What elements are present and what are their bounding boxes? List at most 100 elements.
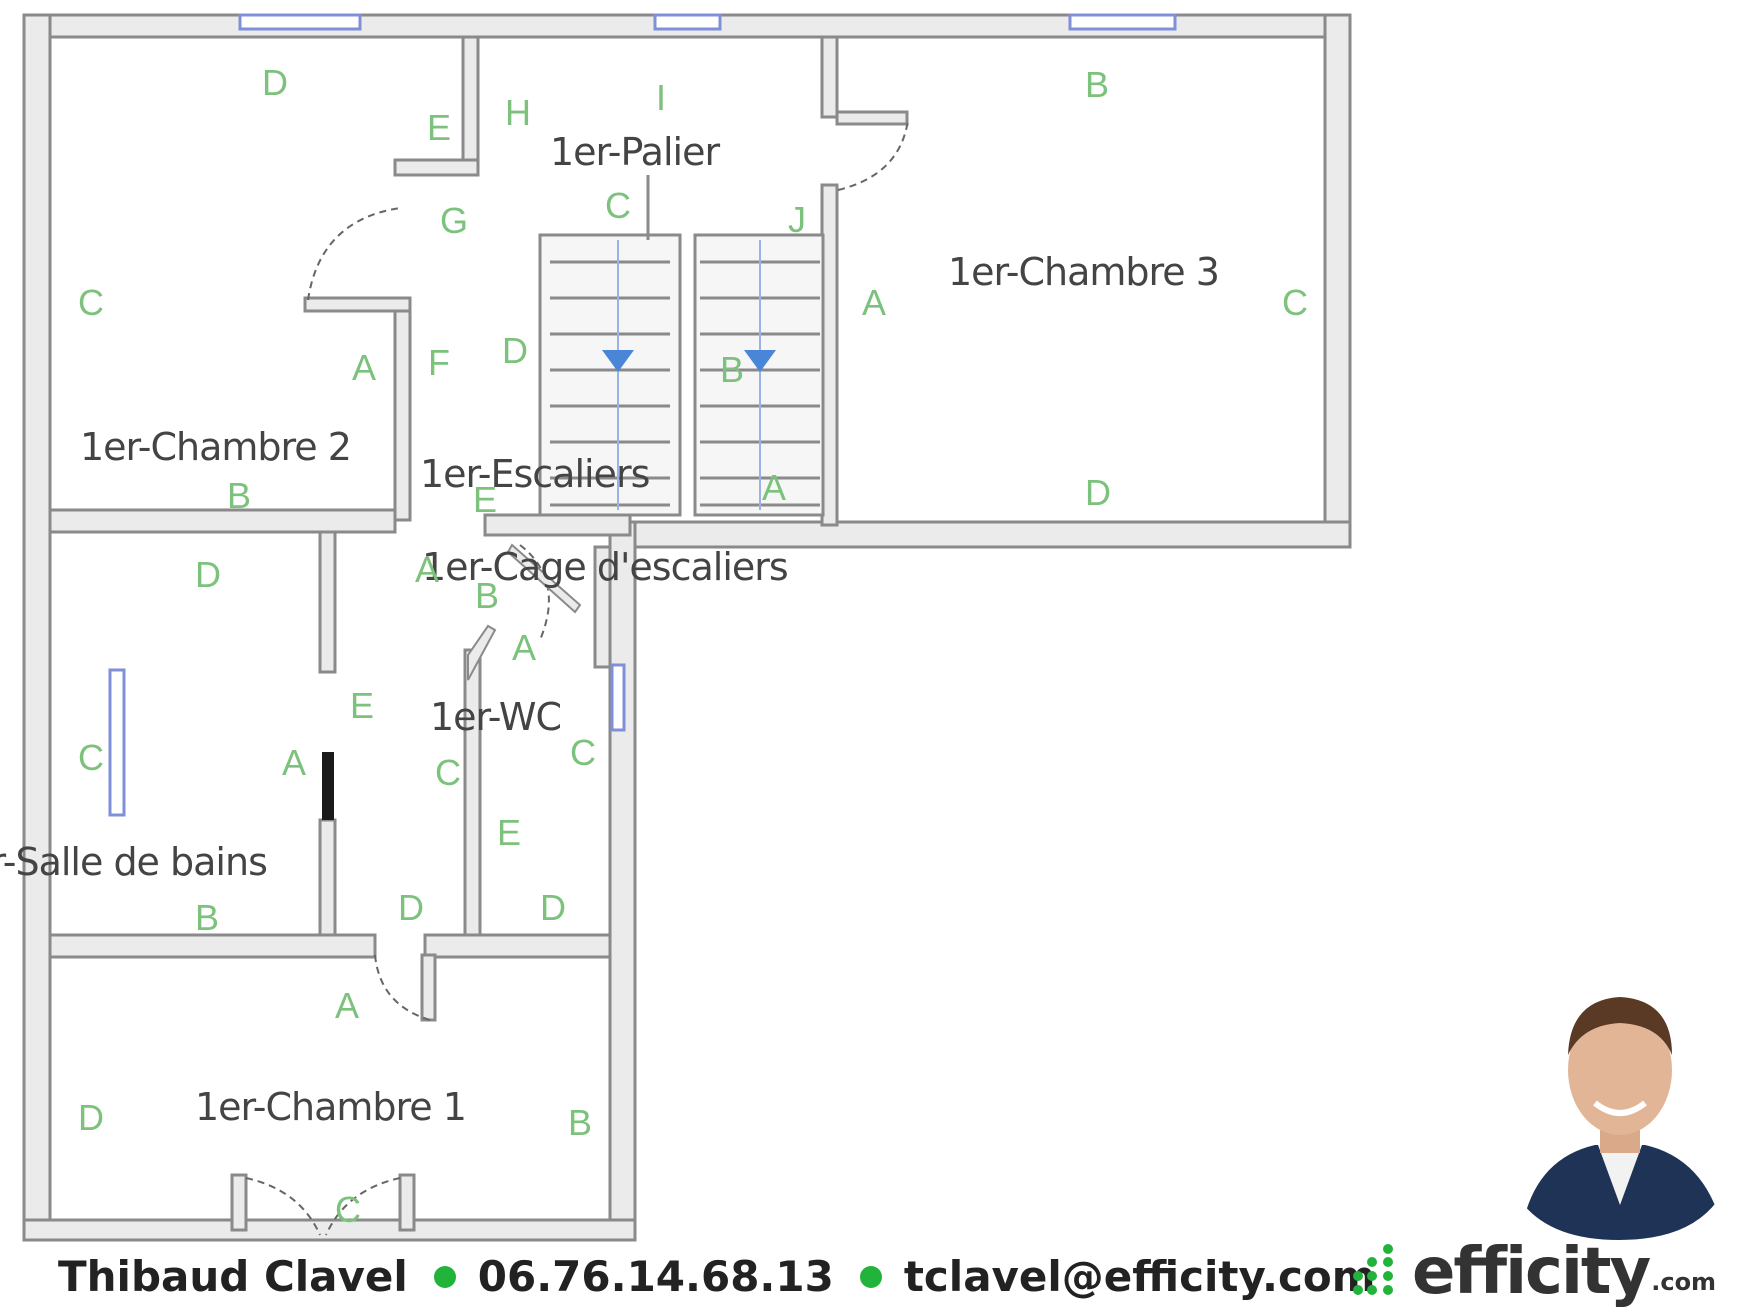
wall-label: C xyxy=(570,732,596,773)
agent-contact-bar: Thibaud Clavel 06.76.14.68.13 tclavel@ef… xyxy=(58,1252,1376,1301)
room-label-wc: 1er-WC xyxy=(430,695,561,739)
room-label-chambre2: 1er-Chambre 2 xyxy=(80,425,351,469)
wall-label: D xyxy=(502,330,528,371)
wall-sdb-wc-lower xyxy=(318,818,337,947)
bullet-icon xyxy=(433,1265,456,1288)
wall-label: H xyxy=(505,92,531,133)
wall-label: B xyxy=(720,349,744,390)
wall-sdb-wc xyxy=(318,530,337,674)
wall-label: D xyxy=(195,554,221,595)
dot-grid-icon xyxy=(1353,1244,1393,1295)
wall-label: D xyxy=(78,1097,104,1138)
door-swing-ch3 xyxy=(837,119,909,191)
wall-label: B xyxy=(568,1102,592,1143)
door-swing-ch1-bottom-r xyxy=(325,1177,401,1236)
wall-label: C xyxy=(78,737,104,778)
avatar-collar xyxy=(1598,1145,1642,1205)
wall-label: D xyxy=(1085,472,1111,513)
wall-ch3-door-stub xyxy=(835,110,909,126)
wall-right-upper xyxy=(1323,13,1352,549)
stair-left-flight xyxy=(538,233,682,517)
wall-label: B xyxy=(195,897,219,938)
wc-door-leaf xyxy=(467,543,582,681)
wall-label: G xyxy=(440,200,468,241)
wall-palier-ch3 xyxy=(820,35,839,119)
wall-label: B xyxy=(227,475,251,516)
room-label-salle-de-bains: 1er-Salle de bains xyxy=(0,840,267,884)
wall-cage-top xyxy=(483,513,632,537)
wall-right-lower xyxy=(608,520,637,1242)
agent-name: Thibaud Clavel xyxy=(58,1252,408,1301)
stair-arrow-icon xyxy=(602,350,634,372)
room-label-chambre3: 1er-Chambre 3 xyxy=(948,250,1219,294)
wall-ch2-door-stub xyxy=(303,296,412,313)
efficity-logo: efficity .com xyxy=(1350,1240,1716,1304)
wall-ch2-palier-lower xyxy=(393,308,412,522)
wall-label: C xyxy=(1282,282,1308,323)
window-ch3 xyxy=(1068,13,1177,31)
wall-label: A xyxy=(352,347,376,388)
wall-label: E xyxy=(497,812,521,853)
walls xyxy=(22,13,1352,1242)
wall-label: C xyxy=(435,752,461,793)
door-swing-ch1-bottom-l xyxy=(245,1177,321,1236)
avatar-hair xyxy=(1568,997,1672,1055)
stair-treads-left xyxy=(550,260,670,507)
wall-ch1-door-stub xyxy=(420,953,437,1022)
wall-label: D xyxy=(262,62,288,103)
wall-wc-right xyxy=(593,545,612,669)
wall-label: A xyxy=(335,985,359,1026)
wall-label: F xyxy=(428,342,450,383)
window-wc xyxy=(610,663,626,732)
room-label-palier: 1er-Palier xyxy=(550,130,720,174)
wall-label: A xyxy=(282,742,306,783)
windows xyxy=(108,13,1177,817)
wall-label: J xyxy=(788,199,806,240)
agent-photo xyxy=(1500,975,1738,1240)
wall-label: C xyxy=(335,1189,361,1230)
wall-ch2-palier xyxy=(461,35,480,169)
wall-letter-labels: D E C A B H I G C J F D B A E B A C D A … xyxy=(78,62,1308,1230)
room-label-escaliers: 1er-Escaliers xyxy=(420,452,649,496)
stair-direction xyxy=(617,240,761,510)
wall-label: C xyxy=(605,185,631,226)
wall-label: A xyxy=(415,549,439,590)
room-label-cage: 1er-Cage d'escaliers xyxy=(422,545,788,589)
wall-label: B xyxy=(475,575,499,616)
bullet-icon xyxy=(859,1265,882,1288)
sdb-wall-marker xyxy=(322,752,334,820)
wall-label: A xyxy=(862,282,886,323)
stair-arrow-icon xyxy=(744,350,776,372)
wall-label: C xyxy=(78,282,104,323)
wall-label: D xyxy=(398,887,424,928)
brand-suffix: .com xyxy=(1651,1268,1717,1296)
wall-left xyxy=(22,13,52,1242)
wall-ch1-top-right xyxy=(423,933,612,959)
wall-ch1-bottom-stub-r xyxy=(398,1173,416,1232)
wall-ch2-palier-jog xyxy=(393,158,480,177)
wall-mid-horizontal xyxy=(628,520,1352,549)
avatar-face xyxy=(1568,1005,1672,1135)
room-labels: 1er-Chambre 2 1er-Palier 1er-Chambre 3 1… xyxy=(0,130,1220,1129)
wall-label: B xyxy=(1085,64,1109,105)
window-sdb xyxy=(108,668,126,817)
wall-label: E xyxy=(350,685,374,726)
wall-ch2-bottom xyxy=(48,508,397,534)
window-palier xyxy=(653,13,722,31)
wall-ch1-top-left xyxy=(48,933,377,959)
window-ch2 xyxy=(238,13,362,31)
wall-label: D xyxy=(540,887,566,928)
wall-label: E xyxy=(473,479,497,520)
agent-email[interactable]: tclavel@efficity.com xyxy=(903,1252,1376,1301)
agent-phone[interactable]: 06.76.14.68.13 xyxy=(477,1252,834,1301)
wall-bottom xyxy=(22,1218,637,1242)
wall-label: A xyxy=(512,627,536,668)
wall-label: I xyxy=(656,77,666,118)
door-swing-ch2 xyxy=(307,207,401,301)
wall-label: A xyxy=(762,467,786,508)
brand-name: efficity xyxy=(1412,1235,1651,1309)
wall-ch1-bottom-stub-l xyxy=(230,1173,248,1232)
room-label-chambre1: 1er-Chambre 1 xyxy=(195,1085,466,1129)
wall-label: E xyxy=(427,107,451,148)
